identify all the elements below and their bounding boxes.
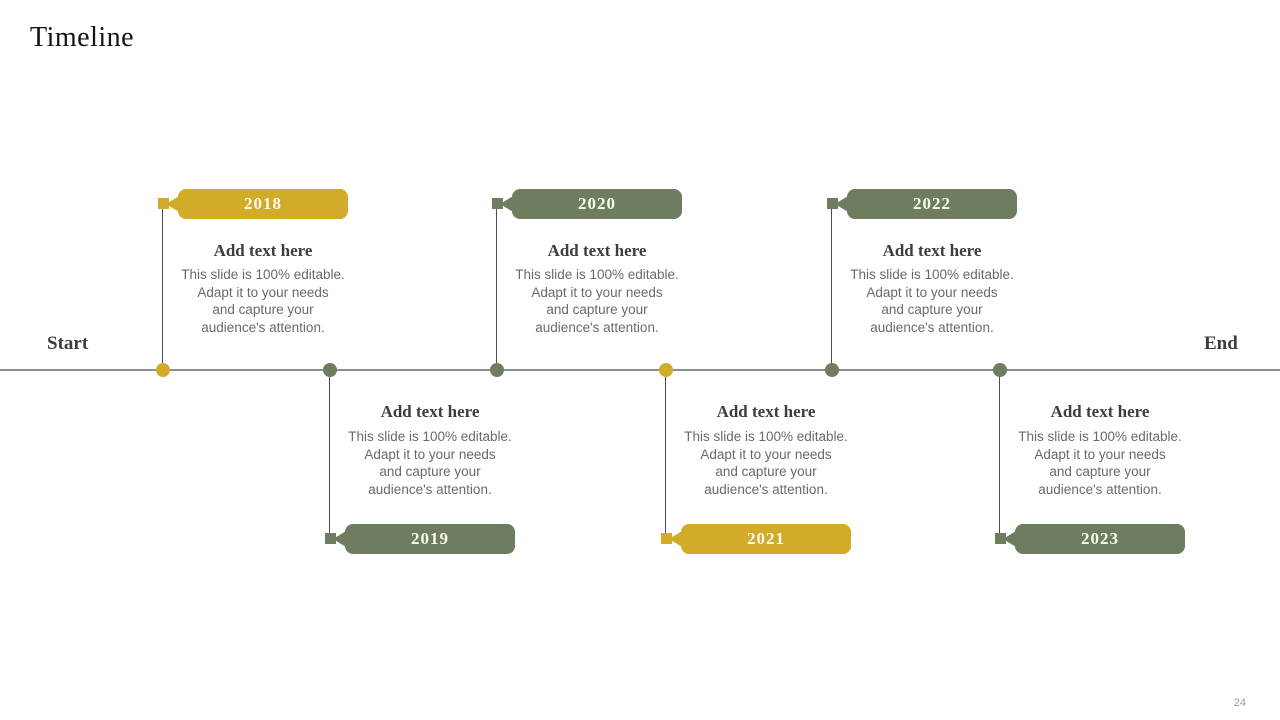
year-label: 2022 [913, 194, 951, 213]
year-badge[interactable]: 2019 [333, 524, 515, 554]
body-line: This slide is 100% editable. [850, 267, 1014, 282]
body-line: and capture your [546, 302, 648, 317]
body-line: and capture your [881, 302, 983, 317]
timeline-item-2022: 2022 Add text here This slide is 100% ed… [812, 185, 1052, 385]
timeline-item-2019: 2019 Add text here This slide is 100% ed… [310, 363, 550, 563]
timeline-item-2023: 2023 Add text here This slide is 100% ed… [980, 363, 1220, 563]
year-label: 2018 [244, 194, 282, 213]
body-line: Adapt it to your needs [364, 446, 496, 462]
timeline-dot [993, 363, 1007, 377]
item-heading[interactable]: Add text here [547, 241, 647, 260]
body-line: audience's attention. [368, 481, 492, 497]
page-number: 24 [1233, 697, 1246, 709]
square-marker [995, 533, 1006, 544]
body-line: and capture your [379, 464, 481, 479]
item-heading[interactable]: Add text here [1050, 402, 1150, 421]
connector-line [496, 203, 497, 370]
item-body[interactable]: This slide is 100% editable. Adapt it to… [812, 266, 1052, 336]
timeline-dot [156, 363, 170, 377]
body-line: and capture your [715, 464, 817, 479]
body-line: and capture your [212, 302, 314, 317]
page-title[interactable]: Timeline [30, 22, 135, 53]
body-line: audience's attention. [201, 319, 325, 335]
item-body[interactable]: This slide is 100% editable. Adapt it to… [980, 428, 1220, 498]
square-marker [325, 533, 336, 544]
start-label[interactable]: Start [47, 333, 89, 354]
timeline-dot [825, 363, 839, 377]
item-body[interactable]: This slide is 100% editable. Adapt it to… [143, 266, 383, 336]
body-line: Adapt it to your needs [700, 446, 832, 462]
square-marker [492, 198, 503, 209]
connector-line [665, 370, 666, 538]
timeline-dot [490, 363, 504, 377]
item-heading[interactable]: Add text here [882, 241, 982, 260]
body-line: audience's attention. [704, 481, 828, 497]
year-label: 2019 [411, 529, 449, 548]
body-line: Adapt it to your needs [197, 284, 329, 300]
body-line: audience's attention. [870, 319, 994, 335]
year-badge[interactable]: 2023 [1003, 524, 1185, 554]
end-label[interactable]: End [1204, 333, 1238, 354]
year-badge[interactable]: 2018 [166, 189, 348, 219]
timeline-item-2020: 2020 Add text here This slide is 100% ed… [477, 185, 717, 385]
item-heading[interactable]: Add text here [213, 241, 313, 260]
square-marker [158, 198, 169, 209]
item-body[interactable]: This slide is 100% editable. Adapt it to… [646, 428, 886, 498]
year-badge[interactable]: 2022 [835, 189, 1017, 219]
body-line: This slide is 100% editable. [684, 429, 848, 444]
timeline-item-2018: 2018 Add text here This slide is 100% ed… [143, 185, 383, 385]
year-label: 2023 [1081, 529, 1119, 548]
body-line: Adapt it to your needs [531, 284, 663, 300]
connector-line [329, 370, 330, 538]
body-line: This slide is 100% editable. [1018, 429, 1182, 444]
year-badge[interactable]: 2021 [669, 524, 851, 554]
connector-line [831, 203, 832, 370]
item-body[interactable]: This slide is 100% editable. Adapt it to… [310, 428, 550, 498]
item-heading[interactable]: Add text here [380, 402, 480, 421]
body-line: This slide is 100% editable. [181, 267, 345, 282]
square-marker [661, 533, 672, 544]
body-line: This slide is 100% editable. [515, 267, 679, 282]
body-line: This slide is 100% editable. [348, 429, 512, 444]
timeline-item-2021: 2021 Add text here This slide is 100% ed… [646, 363, 886, 563]
item-body[interactable]: This slide is 100% editable. Adapt it to… [477, 266, 717, 336]
timeline-dot [659, 363, 673, 377]
item-heading[interactable]: Add text here [716, 402, 816, 421]
connector-line [999, 370, 1000, 538]
body-line: Adapt it to your needs [1034, 446, 1166, 462]
body-line: audience's attention. [1038, 481, 1162, 497]
body-line: audience's attention. [535, 319, 659, 335]
timeline-dot [323, 363, 337, 377]
body-line: Adapt it to your needs [866, 284, 998, 300]
year-badge[interactable]: 2020 [500, 189, 682, 219]
year-label: 2021 [747, 529, 785, 548]
body-line: and capture your [1049, 464, 1151, 479]
connector-line [162, 203, 163, 370]
timeline-axis [0, 369, 1280, 371]
year-label: 2020 [578, 194, 616, 213]
square-marker [827, 198, 838, 209]
